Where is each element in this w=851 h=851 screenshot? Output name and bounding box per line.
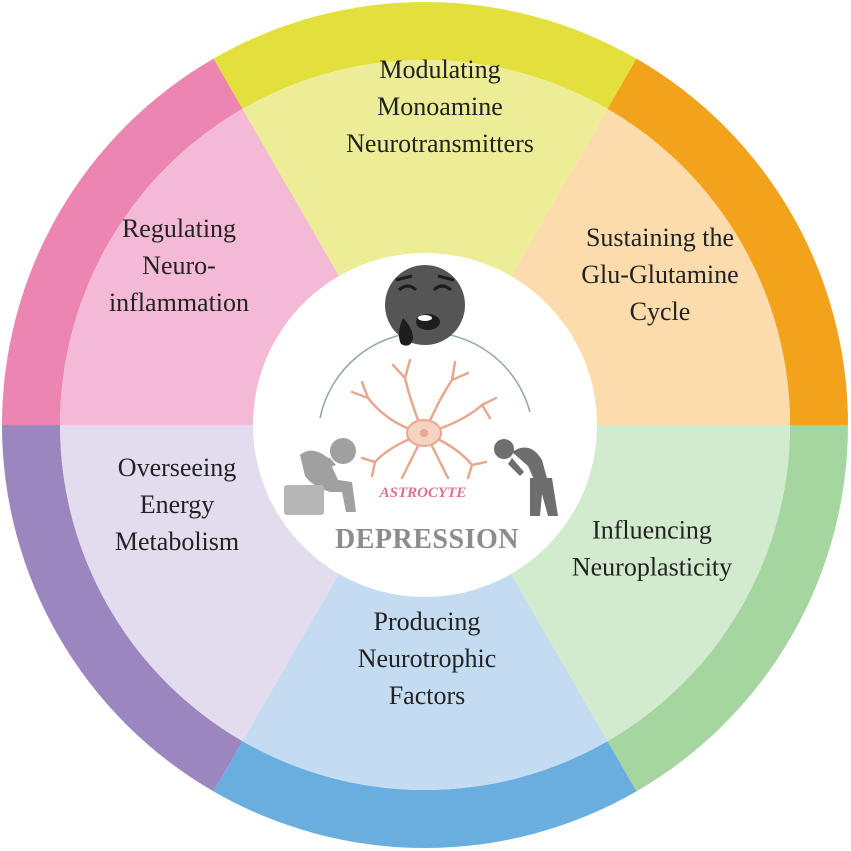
segment-label-line: Monoamine [377, 92, 503, 121]
segment-label-line: Energy [140, 490, 215, 519]
segment-label-line: inflammation [109, 288, 249, 317]
segment-label-line: Neurotrophic [358, 644, 497, 673]
inner-wedge-glutamine [510, 108, 791, 425]
segment-label-line: Overseeing [118, 453, 236, 482]
outer-segment-monoamine [213, 1, 637, 109]
segment-label-line: Glu-Glutamine [581, 260, 738, 289]
segment-label-line: Influencing [592, 516, 712, 545]
segment-label-line: Producing [374, 607, 481, 636]
segment-label-line: Neuroplasticity [572, 553, 732, 582]
segment-label-line: Metabolism [115, 527, 239, 556]
inner-wedge-neuroinflammation [60, 108, 340, 425]
inner-wedges [60, 59, 791, 790]
crying-face-icon [385, 265, 465, 346]
segment-label-line: Neurotransmitters [346, 129, 534, 158]
outer-segment-neuroplasticity [607, 425, 848, 792]
inner-wedge-neuroplasticity [510, 425, 790, 742]
segment-label-line: Cycle [630, 297, 691, 326]
segment-label-line: Modulating [379, 55, 500, 84]
outer-segment-glutamine [607, 58, 848, 425]
inner-wedge-energy [60, 425, 340, 742]
bent-over-person-icon [494, 439, 558, 516]
astrocyte-label: ASTROCYTE [379, 485, 467, 501]
inner-wedge-monoamine [242, 59, 608, 278]
segment-label-line: Regulating [122, 214, 236, 243]
astrocyte-nucleus [420, 429, 428, 437]
center-title: DEPRESSION [335, 524, 519, 555]
segment-label-line: Sustaining the [586, 223, 734, 252]
outer-segment-neuroinflammation [2, 58, 243, 425]
sitting-sad-person-icon [284, 438, 356, 515]
outer-segment-energy [1, 425, 243, 792]
segment-label-line: Neuro- [142, 251, 216, 280]
segment-label-line: Factors [389, 681, 466, 710]
inner-wedge-neurotrophic [242, 572, 608, 790]
outer-segment-neurotrophic [213, 741, 637, 848]
